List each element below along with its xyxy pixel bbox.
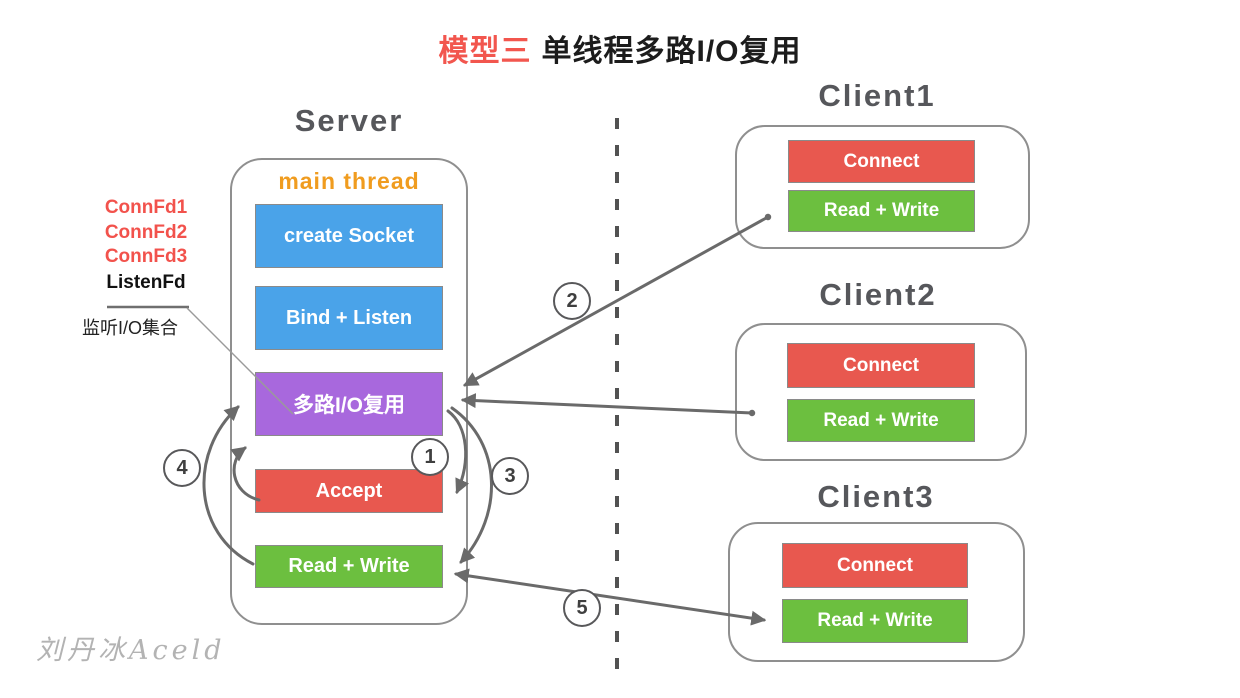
page-title: 模型三单线程多路I/O复用 — [0, 26, 1240, 70]
client1-read-write: Read + Write — [788, 190, 975, 232]
server-title: Server — [294, 103, 404, 138]
main-thread-label: main thread — [278, 168, 420, 194]
connfd-labels: ConnFd1 ConnFd2 ConnFd3 — [83, 196, 209, 270]
client2-title: Client2 — [819, 277, 937, 312]
client3-title: Client3 — [817, 479, 935, 514]
client3-connect: Connect — [782, 543, 968, 588]
connfd2-label: ConnFd2 — [104, 221, 188, 243]
client2-read-write: Read + Write — [787, 399, 975, 442]
server-step-io-multiplex: 多路I/O复用 — [255, 372, 443, 436]
client2-connect: Connect — [787, 343, 975, 388]
client1-connect: Connect — [788, 140, 975, 183]
arrow-2-client1-to-multiplex — [463, 213, 772, 387]
listen-io-set-caption: 监听I/O集合 — [81, 318, 178, 338]
arrow-5-read-write-client3 — [453, 568, 767, 626]
watermark-signature: 刘丹冰Aceld — [36, 635, 226, 666]
listenfd-label: ListenFd — [106, 272, 186, 293]
server-step-create-socket: create Socket — [255, 204, 443, 268]
connfd1-label: ConnFd1 — [104, 197, 188, 218]
badge-step-2: 2 — [553, 282, 591, 320]
page-title-model: 模型三 — [438, 35, 532, 68]
client3-read-write: Read + Write — [782, 599, 968, 643]
badge-step-4: 4 — [163, 449, 201, 487]
server-step-accept: Accept — [255, 469, 443, 513]
connfd3-label: ConnFd3 — [104, 246, 188, 267]
badge-step-3: 3 — [491, 457, 529, 495]
client1-title: Client1 — [818, 78, 936, 113]
badge-step-5: 5 — [563, 589, 601, 627]
arrow-client2-to-multiplex — [460, 393, 756, 417]
page-title-rest: 单线程多路I/O复用 — [541, 35, 802, 68]
server-step-read-write: Read + Write — [255, 545, 443, 588]
server-step-bind-listen: Bind + Listen — [255, 286, 443, 350]
badge-step-1: 1 — [411, 438, 449, 476]
